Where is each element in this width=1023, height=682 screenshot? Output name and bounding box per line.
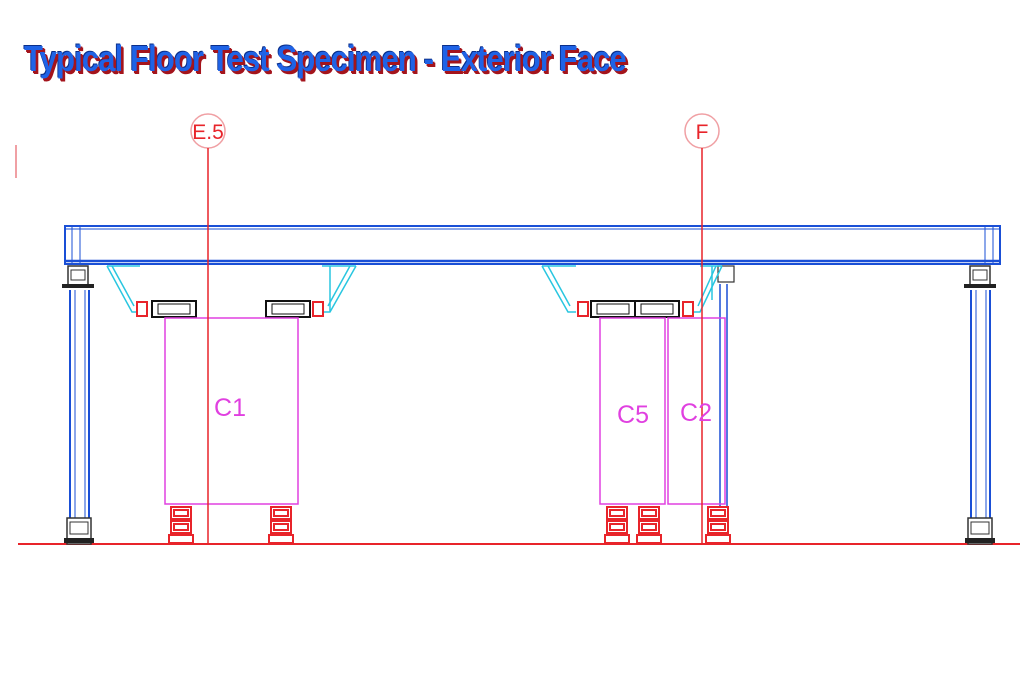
column-box-c5: [599, 317, 666, 505]
gridline-label-e5: E.5: [192, 121, 224, 144]
base-connector-c1-right: [268, 506, 294, 544]
base-connector-c2: [705, 506, 731, 544]
brace-c1-left: [106, 265, 140, 313]
base-connector-c1-left: [168, 506, 194, 544]
gridline-f: F: [684, 113, 720, 544]
top-connection-c1-left: [136, 300, 197, 318]
gridline-e5: E.5: [190, 113, 226, 544]
intermediate-post: [717, 265, 735, 510]
left-support-post: [62, 265, 94, 545]
right-support-post: [964, 265, 996, 545]
column-label-c2: C2: [680, 399, 712, 427]
base-connector-c5-right: [636, 506, 662, 544]
brace-c1-right: [322, 265, 357, 313]
column-label-c5: C5: [617, 401, 649, 429]
column-label-c1: C1: [214, 394, 246, 422]
top-connection-c5-c2: [577, 300, 694, 318]
drawing-title: Typical Floor Test Specimen - Exterior F…: [24, 38, 627, 79]
top-beam: [64, 225, 1001, 265]
brace-c5-left: [541, 265, 576, 313]
top-connection-c1-right: [265, 300, 324, 318]
column-box-c2: [667, 317, 726, 505]
gridline-label-f: F: [696, 121, 709, 144]
base-connectors: [168, 506, 731, 544]
column-box-c1: [164, 317, 299, 505]
brace-c2-right: [692, 265, 723, 313]
base-connector-c5-left: [604, 506, 630, 544]
